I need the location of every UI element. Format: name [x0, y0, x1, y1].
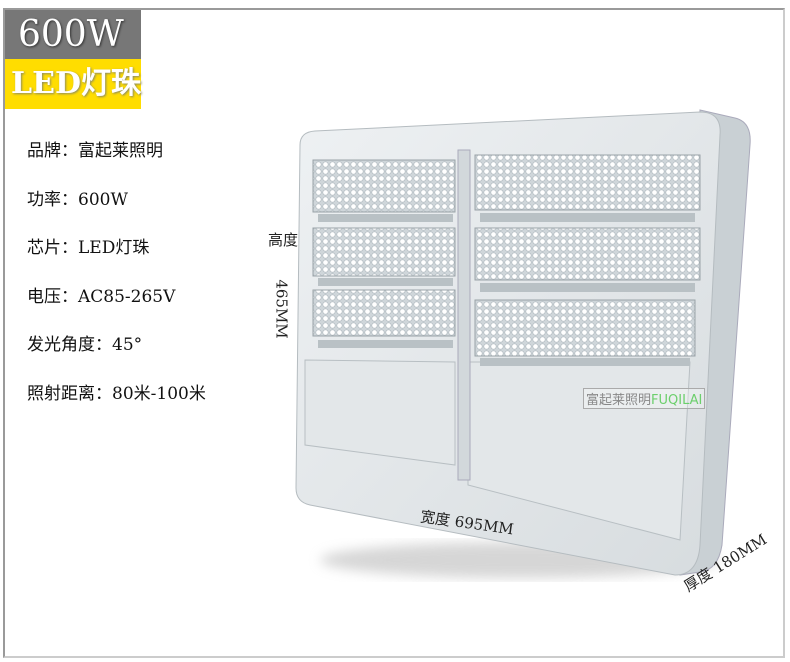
- image-frame: [3, 8, 785, 658]
- spec-brand: 品牌：富起莱照明: [27, 141, 163, 161]
- watermark-en: FUQILAI: [651, 393, 703, 408]
- spec-distance: 照射距离：80米-100米: [27, 383, 206, 404]
- power-badge: 600W: [5, 10, 141, 59]
- brand-watermark: 富起莱照明FUQILAI: [583, 388, 706, 409]
- spec-power: 功率：600W: [27, 189, 128, 210]
- height-label: 高度: [268, 231, 299, 249]
- spec-beam-angle: 发光角度：45°: [27, 335, 143, 355]
- chip-badge: LED灯珠: [5, 59, 141, 109]
- height-value: 465MM: [272, 279, 291, 339]
- spec-chip: 芯片：LED灯珠: [27, 238, 150, 258]
- spec-voltage: 电压：AC85-265V: [27, 286, 176, 307]
- spec-list: 品牌：富起莱照明 功率：600W 芯片：LED灯珠 电压：AC85-265V 发…: [27, 136, 206, 427]
- watermark-cn: 富起莱照明: [586, 393, 652, 408]
